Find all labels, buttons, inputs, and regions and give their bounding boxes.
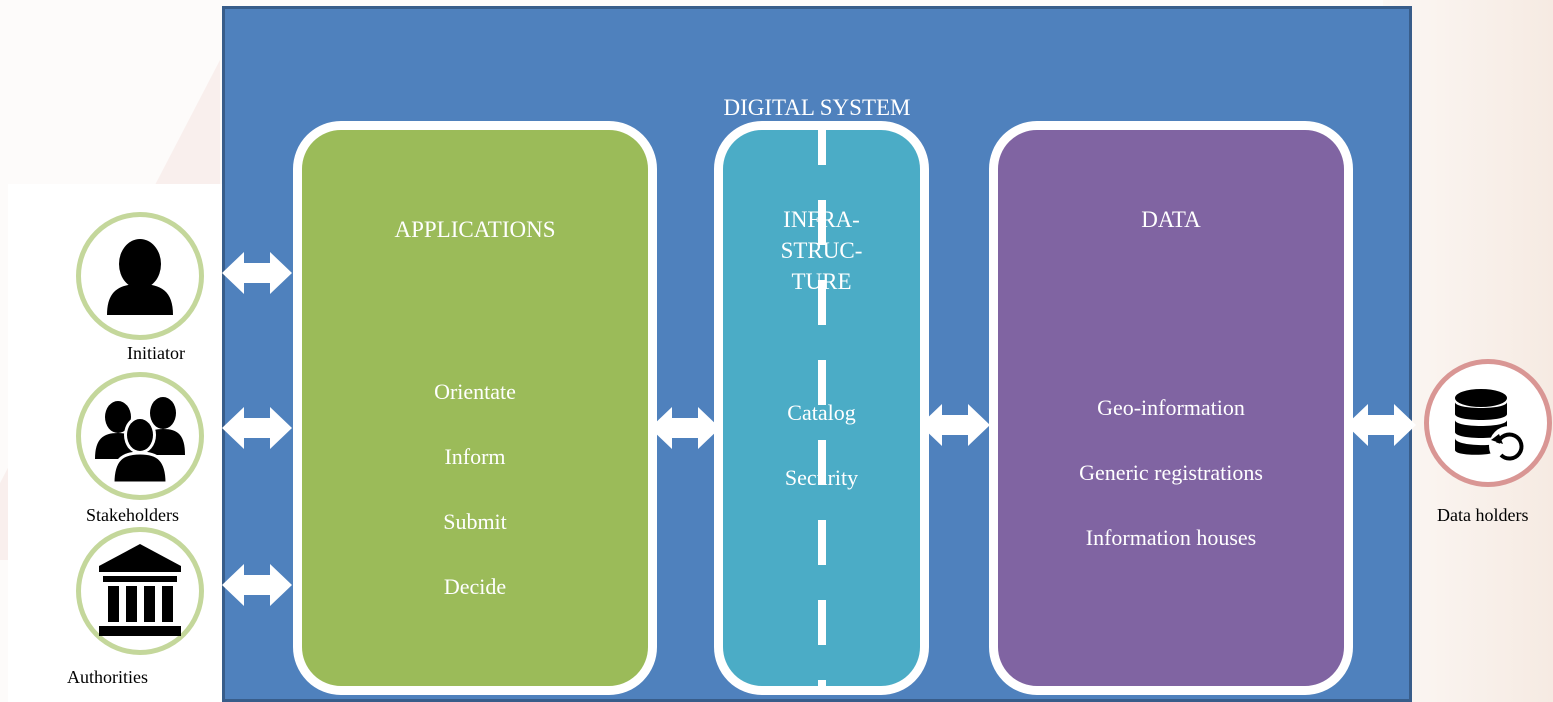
authorities-label: Authorities	[67, 667, 148, 687]
initiator-label: Initiator	[127, 343, 185, 363]
dashed-divider	[818, 130, 826, 686]
infrastructure-box: INFRA- STRUC- TURE Catalog Security	[714, 121, 929, 695]
infrastructure-title-line: TURE	[791, 269, 852, 294]
list-item: Information houses	[1085, 525, 1257, 550]
list-item: Decide	[443, 574, 507, 599]
data-holders-label: Data holders	[1437, 505, 1529, 525]
infrastructure-title-line: INFRA-	[783, 207, 860, 232]
list-item: Security	[784, 465, 859, 490]
list-item: Geo-information	[1097, 395, 1245, 420]
data-box: DATA Geo-information Generic registratio…	[989, 121, 1353, 695]
applications-items: Orientate Inform Submit Decide	[302, 359, 648, 619]
list-item: Generic registrations	[1079, 460, 1263, 485]
double-arrow-icon	[650, 407, 720, 449]
person-icon	[107, 239, 173, 315]
stakeholders-label: Stakeholders	[86, 505, 179, 525]
infrastructure-items: Catalog Security	[723, 380, 920, 510]
initiator-circle	[76, 212, 204, 340]
infrastructure-title: INFRA- STRUC- TURE	[723, 204, 920, 297]
digital-system-container: DIGITAL SYSTEM APPLICATIONS Orientate In…	[222, 6, 1412, 702]
group-icon	[95, 397, 185, 485]
list-item: Submit	[443, 509, 507, 534]
stakeholders-circle	[76, 372, 204, 500]
double-arrow-icon	[1346, 404, 1416, 446]
data-holders-circle	[1424, 359, 1552, 487]
database-sync-icon	[1455, 389, 1529, 466]
data-items: Geo-information Generic registrations In…	[998, 375, 1344, 570]
double-arrow-icon	[222, 564, 292, 606]
list-item: Inform	[444, 444, 506, 469]
double-arrow-icon	[222, 407, 292, 449]
digital-system-title: DIGITAL SYSTEM	[723, 95, 911, 120]
government-building-icon	[99, 544, 181, 636]
double-arrow-icon	[222, 252, 292, 294]
list-item: Orientate	[434, 379, 516, 404]
double-arrow-icon	[920, 404, 990, 446]
list-item: Catalog	[787, 400, 856, 425]
applications-box: APPLICATIONS Orientate Inform Submit Dec…	[293, 121, 657, 695]
applications-title: APPLICATIONS	[394, 217, 556, 242]
infrastructure-title-line: STRUC-	[780, 238, 863, 263]
data-title: DATA	[1141, 207, 1201, 232]
authorities-circle	[76, 527, 204, 655]
